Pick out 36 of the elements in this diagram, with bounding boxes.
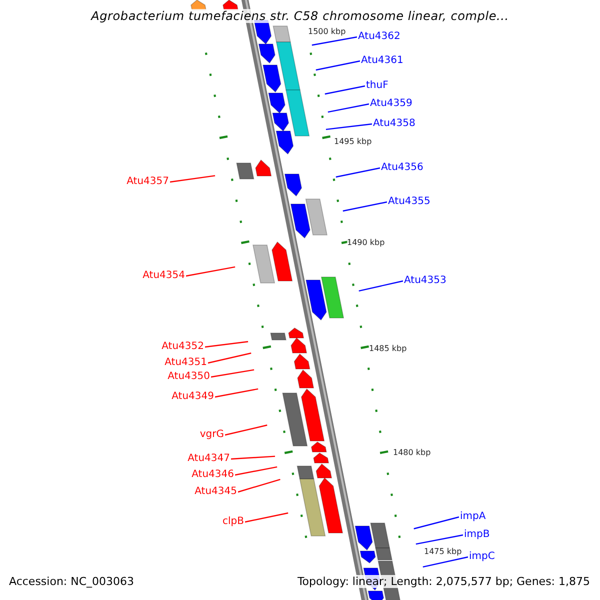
gene-label: clpB	[222, 516, 245, 528]
leader-line	[238, 478, 280, 493]
scale-label: 1490 kbp	[347, 238, 385, 248]
leader-line	[244, 512, 288, 523]
map-info: Accession: NC_003063	[9, 575, 134, 588]
leader-line	[170, 175, 216, 183]
scale-label: 1485 kbp	[369, 344, 407, 354]
leader-line	[224, 424, 268, 436]
gene-label: impA	[459, 511, 487, 523]
leader-line	[312, 36, 358, 46]
leader-line	[326, 123, 372, 130]
map-title: Agrobacterium tumefaciens str. C58 chromosome linear, comple...	[91, 9, 509, 23]
leader-line	[328, 103, 370, 113]
leader-line	[324, 85, 366, 95]
leader-line	[414, 516, 460, 530]
scale-label: 1475 kbp	[424, 547, 462, 557]
leader-line	[316, 60, 360, 71]
leader-line	[336, 167, 380, 178]
leader-line	[358, 280, 404, 292]
scale-label: 1480 kbp	[393, 448, 431, 458]
leader-line	[210, 369, 254, 378]
leader-line	[230, 456, 276, 460]
leader-line	[186, 266, 236, 277]
gene-label: vgrG	[198, 429, 225, 441]
scale-label: 1500 kbp	[308, 27, 346, 37]
leader-line	[208, 352, 252, 364]
leader-line	[342, 201, 388, 212]
gene-label: impB	[463, 529, 491, 541]
leader-line	[422, 556, 468, 568]
leader-line	[234, 466, 278, 476]
leader-line	[416, 534, 464, 545]
leader-line	[214, 388, 258, 398]
gene-label: impC	[468, 551, 496, 563]
map-info: Topology: linear; Length: 2,075,577 bp; Genes: 1,875	[297, 575, 590, 588]
leader-line	[204, 341, 248, 348]
scale-label: 1495 kbp	[334, 137, 372, 147]
